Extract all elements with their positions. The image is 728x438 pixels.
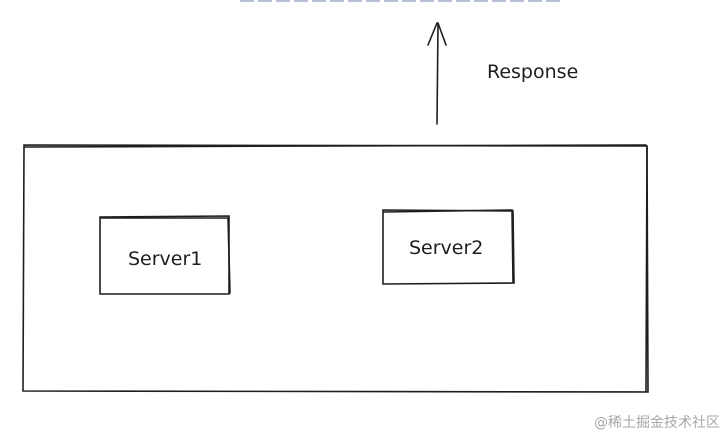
server2-label: Server2 <box>409 237 483 259</box>
response-arrow <box>427 22 447 125</box>
server1-label: Server1 <box>128 248 202 270</box>
response-label: Response <box>487 61 578 83</box>
outer-container <box>22 144 649 393</box>
server2-box <box>382 209 515 285</box>
server1-box <box>99 215 231 295</box>
watermark: @稀土掘金技术社区 <box>594 415 720 431</box>
clipped-top-text <box>240 0 562 2</box>
